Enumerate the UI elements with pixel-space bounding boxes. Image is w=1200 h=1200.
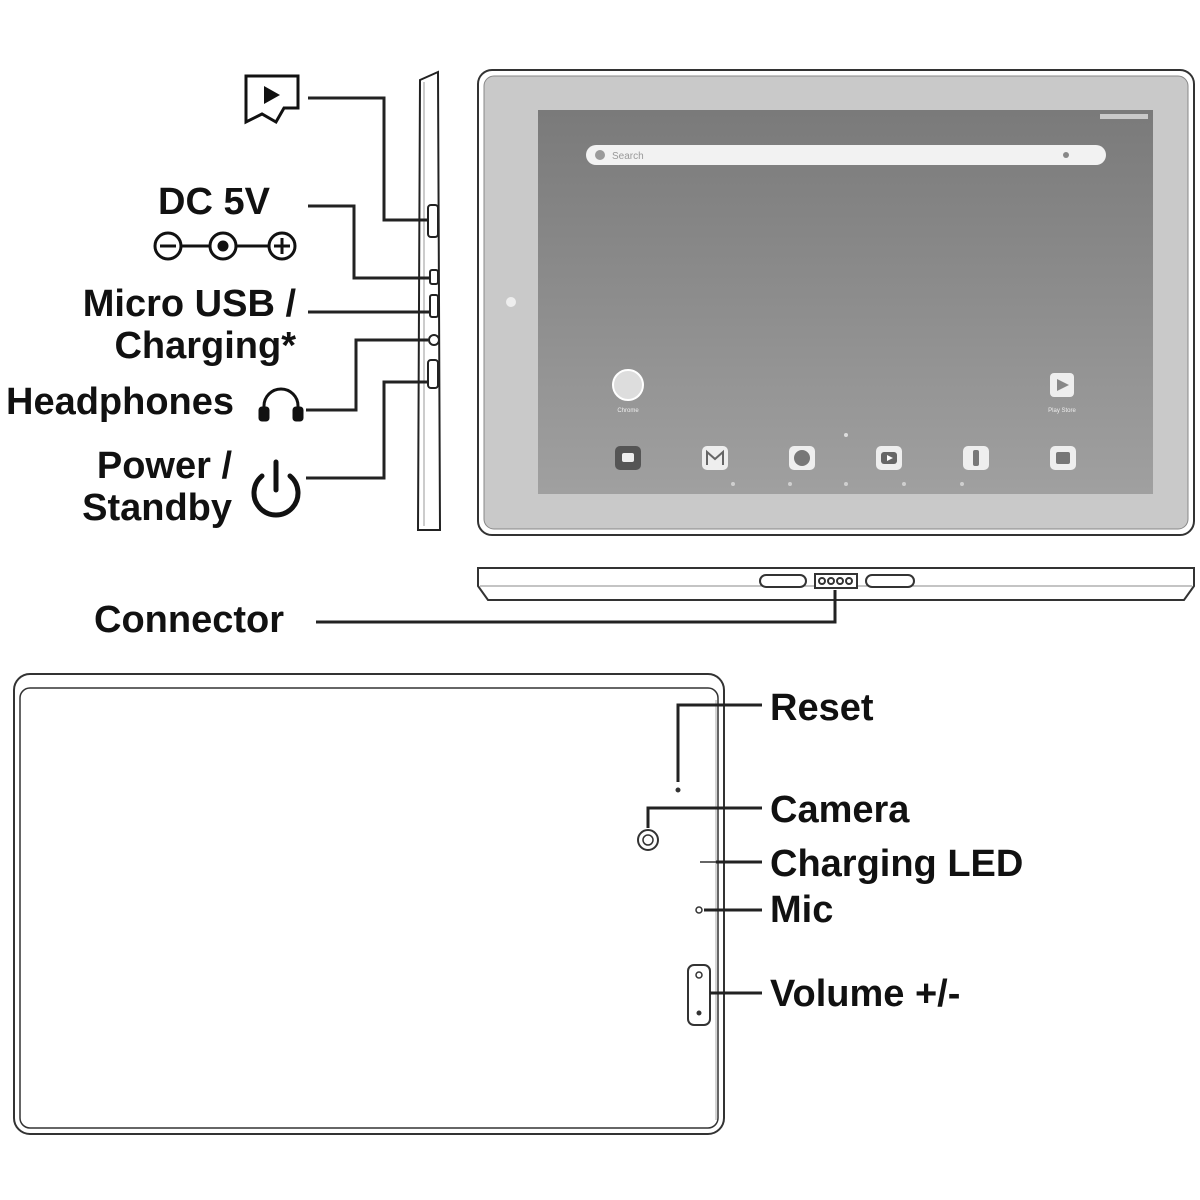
search-bar[interactable] (586, 145, 1106, 165)
power-label-line2: Standby (82, 487, 232, 529)
headphones-label: Headphones (6, 381, 235, 423)
headphones-icon (258, 387, 304, 422)
app-label-2: Play Store (1048, 408, 1076, 414)
power-label-line1: Power / (96, 445, 232, 487)
micro-usb-label-line2: Charging* (114, 325, 296, 367)
volume-label: Volume +/- (770, 973, 961, 1015)
dc-5v-label: DC 5V (158, 181, 270, 223)
camera-label: Camera (770, 789, 910, 831)
app-dock (615, 446, 1076, 470)
usb-port (429, 294, 439, 318)
reset-hole[interactable] (675, 787, 681, 793)
page-indicator (844, 433, 848, 437)
navigation-bar (731, 482, 964, 486)
tablet-side-profile (416, 70, 442, 531)
status-bar (1100, 114, 1148, 119)
connector-leader-line (316, 590, 837, 624)
tablet-back-view (13, 673, 725, 1135)
power-icon (251, 459, 301, 518)
mic-icon (1063, 152, 1069, 158)
volume-rocker[interactable] (687, 964, 711, 1026)
microsd-card-icon (244, 74, 300, 125)
rubber-foot (759, 574, 807, 588)
chrome-app-icon[interactable] (612, 369, 644, 401)
tablet-screen (538, 110, 1153, 494)
mic-hole (695, 906, 703, 914)
rubber-foot (865, 574, 915, 588)
side-leader-lines (306, 96, 430, 480)
google-icon (595, 150, 605, 160)
reset-label: Reset (770, 687, 874, 729)
search-placeholder: Search (612, 151, 644, 162)
tablet-bottom-edge (477, 567, 1195, 601)
micro-usb-label-line1: Micro USB / (82, 283, 296, 325)
dc-polarity-icon (153, 231, 297, 261)
front-camera (506, 297, 516, 307)
connector-label: Connector (94, 599, 284, 641)
play-icon (1057, 379, 1069, 391)
charging-led-label: Charging LED (770, 843, 1024, 885)
mic-label: Mic (770, 889, 834, 931)
tablet-front-view: Search Chrome Play Store (477, 69, 1195, 536)
headphone-jack (428, 334, 440, 346)
back-leader-lines (646, 703, 762, 995)
app-label-1: Chrome (617, 408, 639, 414)
power-button (427, 359, 439, 389)
